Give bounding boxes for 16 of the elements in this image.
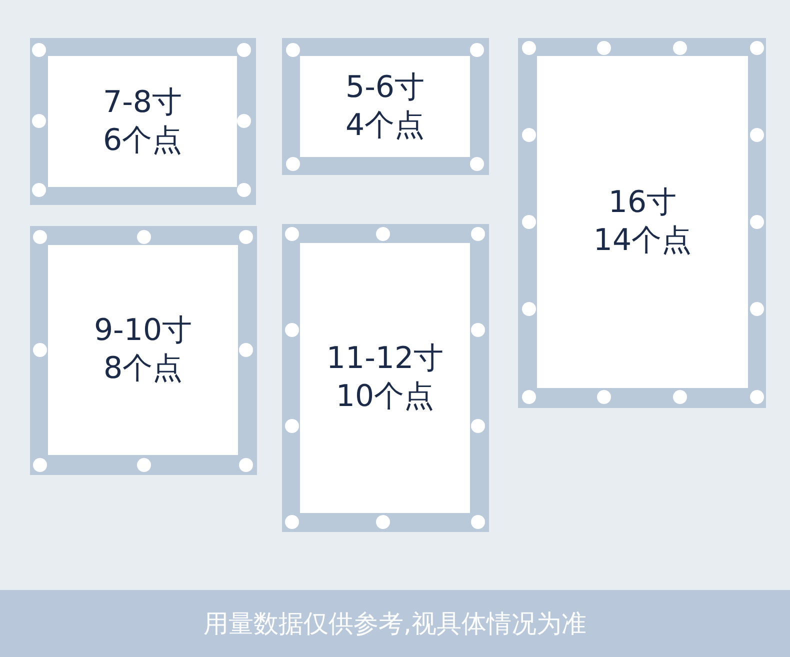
frame-border xyxy=(30,226,257,475)
frame-border xyxy=(30,38,256,205)
point-count-label: 14个点 xyxy=(593,222,692,260)
point-count-label: 8个点 xyxy=(103,350,183,388)
size-label: 9-10寸 xyxy=(94,312,192,350)
size-label: 5-6寸 xyxy=(346,68,424,106)
frame-border xyxy=(282,224,489,532)
size-label: 16寸 xyxy=(608,184,677,222)
frame-border xyxy=(282,38,489,175)
point-count-label: 10个点 xyxy=(336,378,434,416)
caption: 用量数据仅供参考,视具体情况为准 xyxy=(204,608,586,640)
size-label: 11-12寸 xyxy=(326,340,444,378)
point-count-label: 6个点 xyxy=(102,122,182,160)
frame-border xyxy=(518,38,766,408)
size-label: 7-8寸 xyxy=(103,84,182,122)
point-count-label: 4个点 xyxy=(345,106,425,144)
